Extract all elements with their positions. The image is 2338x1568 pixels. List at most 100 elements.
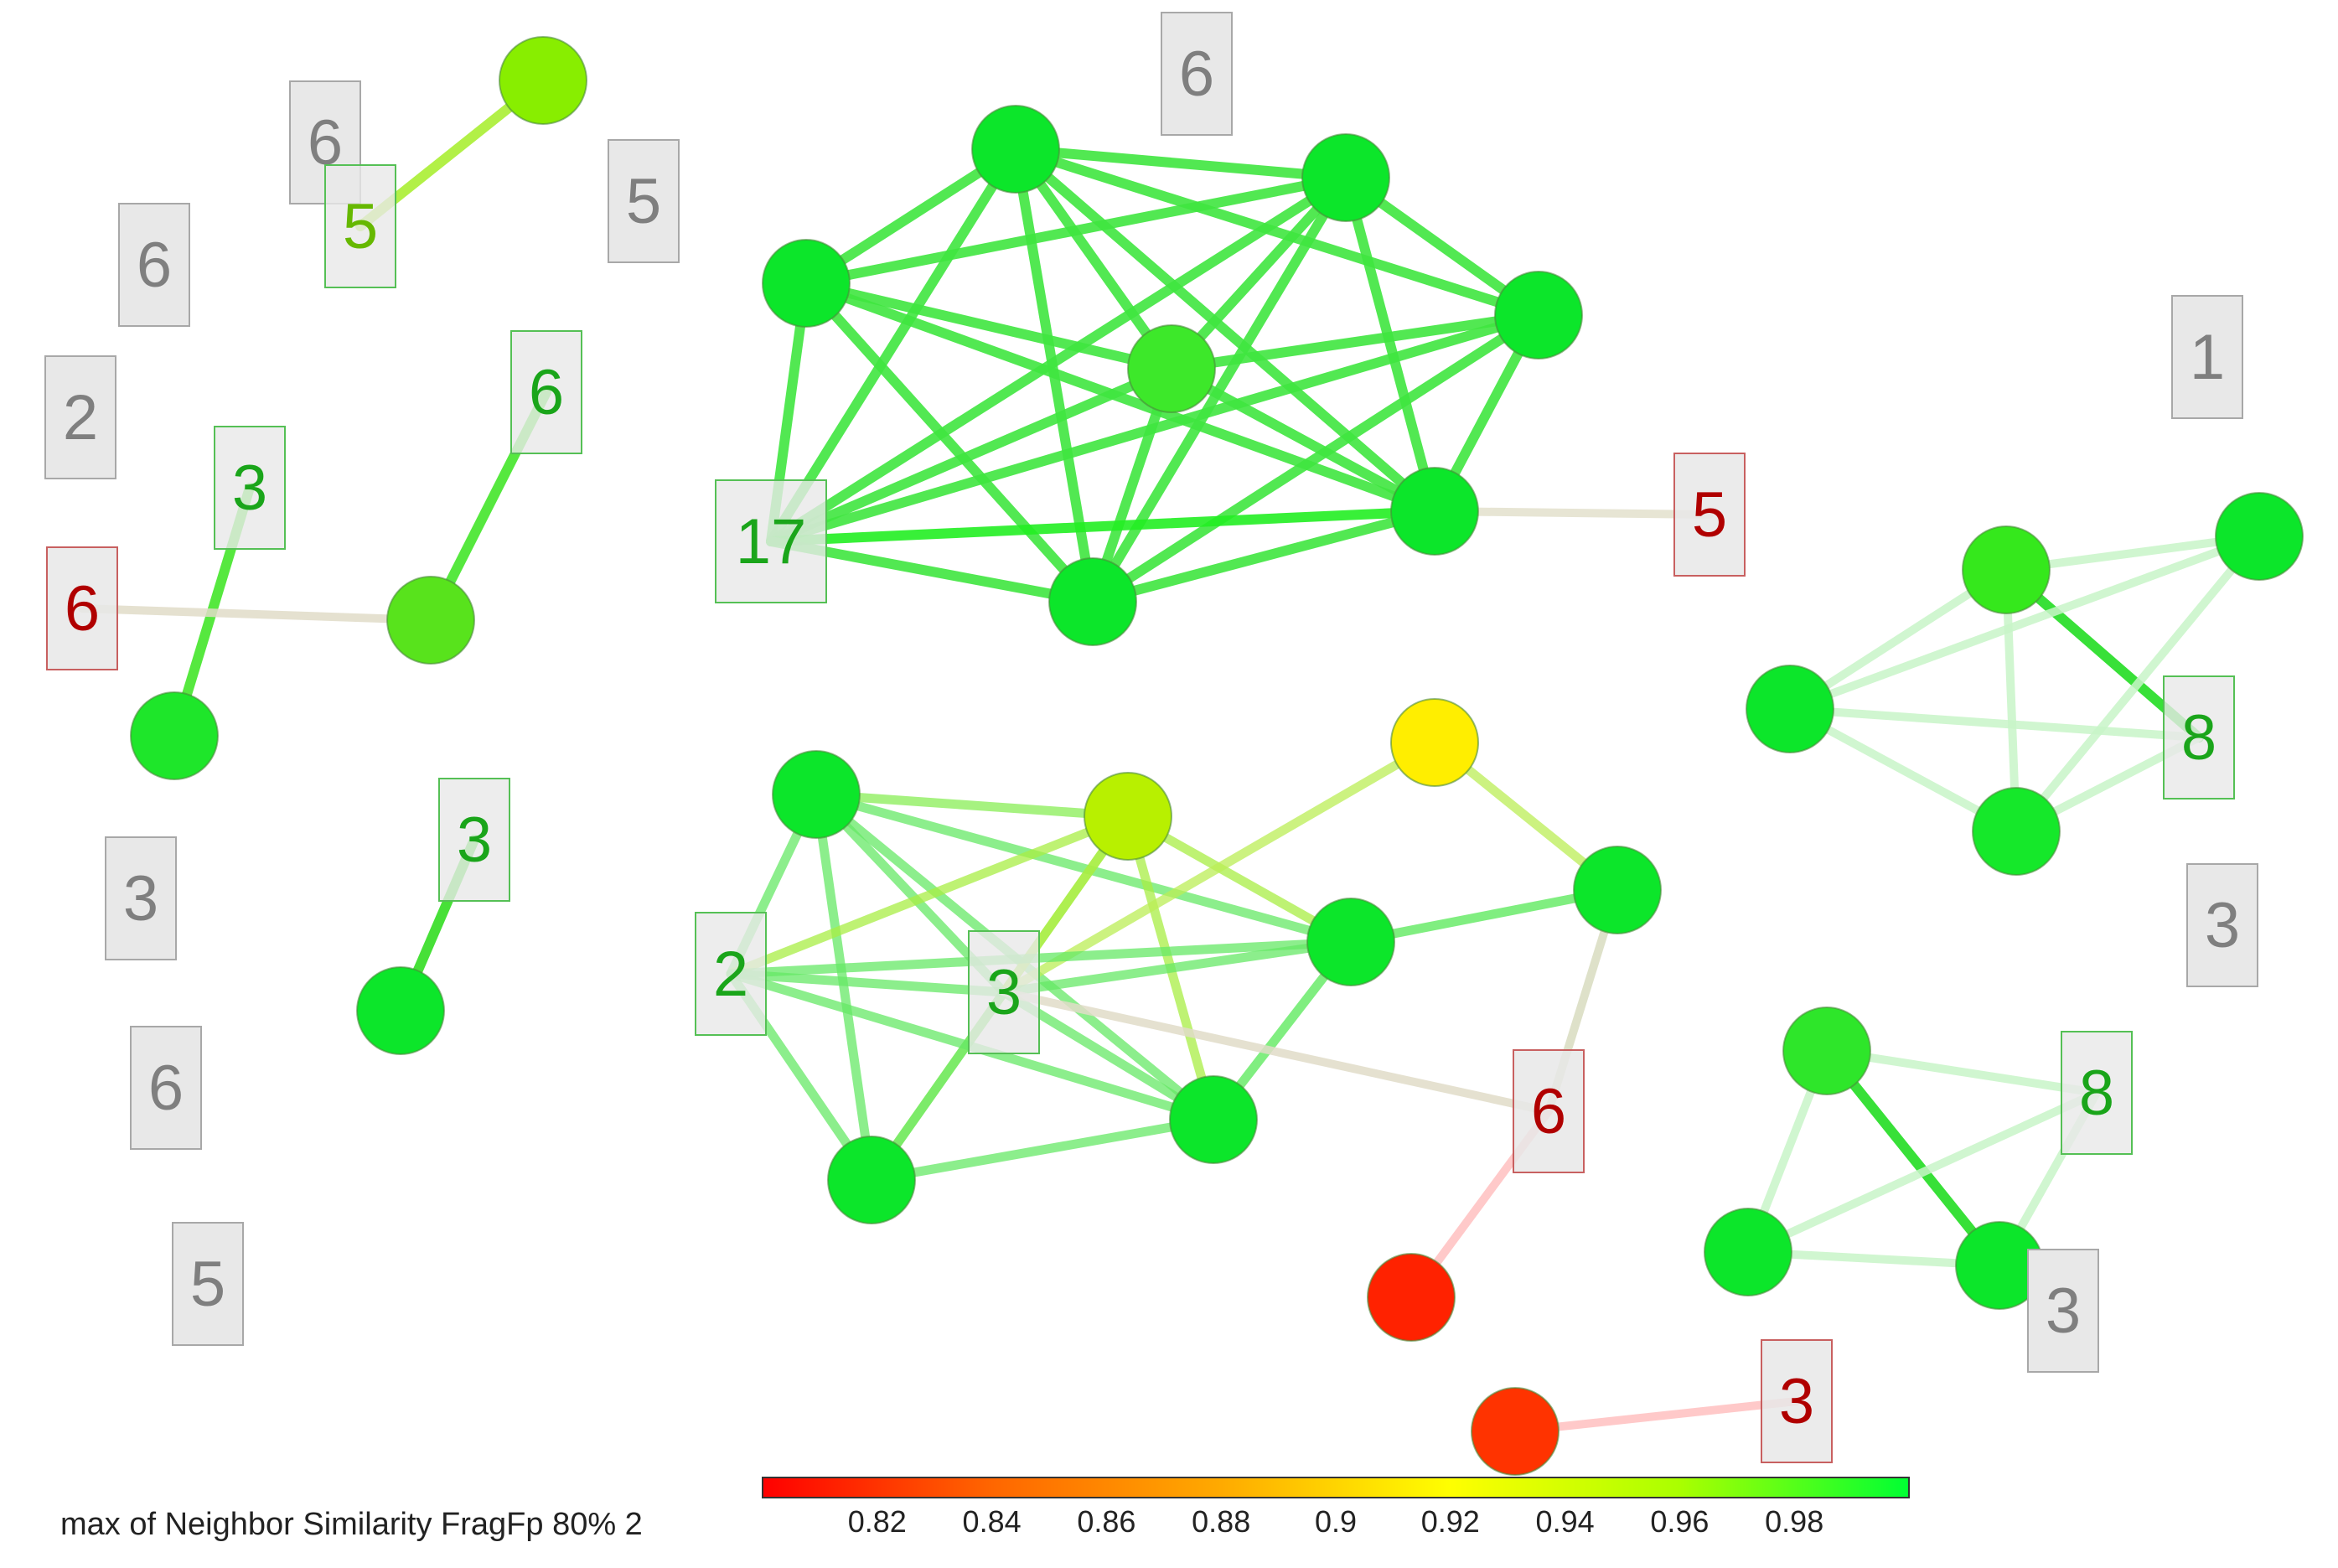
edge-n14-n9 bbox=[1786, 532, 2263, 713]
edge-n18-L17 bbox=[999, 737, 1440, 997]
label-box-L20 bbox=[2171, 295, 2243, 419]
graph-node-n8[interactable] bbox=[1048, 557, 1137, 646]
graph-node-n26[interactable] bbox=[1471, 1387, 1560, 1476]
edge-n21-n22 bbox=[866, 1115, 1218, 1185]
label-box-L5 bbox=[44, 355, 116, 479]
label-text-L5: 2 bbox=[63, 382, 98, 453]
label-text-L14: 17 bbox=[736, 506, 807, 577]
node-label-box-L7[interactable]: 3 bbox=[214, 426, 286, 550]
node-label-box-L21[interactable]: 8 bbox=[2163, 675, 2235, 800]
node-label-box-L6[interactable]: 6 bbox=[510, 330, 582, 454]
nodes-layer bbox=[130, 36, 2304, 1476]
label-box-L7 bbox=[214, 426, 286, 550]
graph-node-n15[interactable] bbox=[1972, 787, 2061, 876]
label-box-L14 bbox=[715, 479, 827, 603]
legend-color-bar bbox=[762, 1477, 1910, 1498]
label-text-L7: 3 bbox=[232, 453, 267, 524]
legend-tick-label: 0.82 bbox=[847, 1504, 907, 1539]
label-box-L16 bbox=[695, 912, 767, 1036]
graph-node-n2x[interactable] bbox=[1704, 1208, 1792, 1296]
graph-node-n10[interactable] bbox=[386, 576, 475, 665]
graph-node-n11[interactable] bbox=[130, 691, 219, 780]
label-text-L20: 1 bbox=[2190, 322, 2225, 393]
edge-n5-n8 bbox=[1088, 310, 1544, 607]
label-text-L3: 5 bbox=[626, 166, 661, 237]
node-label-box-L10[interactable]: 3 bbox=[105, 836, 177, 960]
graph-node-n16[interactable] bbox=[772, 750, 861, 839]
graph-node-n1[interactable] bbox=[499, 36, 587, 125]
label-text-L24: 3 bbox=[2046, 1276, 2081, 1347]
edge-n3-n4 bbox=[801, 173, 1351, 288]
graph-node-n21[interactable] bbox=[1169, 1075, 1258, 1164]
graph-node-n17[interactable] bbox=[1084, 772, 1172, 861]
graph-node-n9[interactable] bbox=[2215, 492, 2304, 581]
edge-n14-L21 bbox=[1786, 705, 2203, 742]
edges-layer bbox=[78, 75, 2263, 1436]
node-label-box-L17[interactable]: 3 bbox=[968, 930, 1040, 1054]
label-text-L21: 8 bbox=[2181, 702, 2216, 774]
edge-n24-n25 bbox=[1822, 1046, 2004, 1270]
label-box-L3 bbox=[608, 139, 680, 263]
label-text-L13: 6 bbox=[1179, 39, 1214, 110]
graph-node-n20[interactable] bbox=[1573, 846, 1662, 934]
label-text-L22: 3 bbox=[2205, 890, 2240, 961]
label-text-L16: 2 bbox=[713, 939, 748, 1010]
label-text-L11: 6 bbox=[148, 1053, 184, 1124]
graph-node-n7[interactable] bbox=[1390, 467, 1479, 556]
graph-node-n3[interactable] bbox=[1301, 133, 1390, 222]
graph-node-n13[interactable] bbox=[1962, 525, 2051, 614]
graph-node-n6[interactable] bbox=[1127, 324, 1216, 413]
legend-tick-label: 0.92 bbox=[1420, 1504, 1480, 1539]
graph-node-n19[interactable] bbox=[1306, 898, 1395, 986]
label-box-L19 bbox=[1761, 1339, 1833, 1463]
node-label-box-L11[interactable]: 6 bbox=[130, 1026, 202, 1150]
label-box-L11 bbox=[130, 1026, 202, 1150]
node-label-box-L12[interactable]: 5 bbox=[172, 1222, 244, 1346]
edge-n3-L14 bbox=[766, 173, 1351, 546]
label-box-L8 bbox=[46, 546, 118, 670]
edge-n4-n6 bbox=[801, 278, 1177, 374]
node-label-box-L9[interactable]: 3 bbox=[438, 778, 510, 902]
edge-n7-L14 bbox=[766, 506, 1440, 546]
edge-n6-n7 bbox=[1166, 364, 1440, 516]
node-label-box-L2[interactable]: 5 bbox=[324, 164, 396, 288]
node-label-box-L22[interactable]: 3 bbox=[2186, 863, 2258, 987]
node-label-box-L5[interactable]: 2 bbox=[44, 355, 116, 479]
node-label-box-L23[interactable]: 8 bbox=[2061, 1031, 2133, 1155]
label-box-L22 bbox=[2186, 863, 2258, 987]
label-box-L9 bbox=[438, 778, 510, 902]
label-box-L4 bbox=[118, 203, 190, 327]
label-text-L15: 5 bbox=[1692, 479, 1727, 551]
node-label-box-L8[interactable]: 6 bbox=[46, 546, 118, 670]
label-text-L8: 6 bbox=[65, 573, 100, 644]
graph-node-n18[interactable] bbox=[1390, 698, 1479, 787]
graph-node-n4[interactable] bbox=[762, 239, 851, 328]
legend-tick-label: 0.96 bbox=[1650, 1504, 1710, 1539]
node-label-box-L14[interactable]: 17 bbox=[715, 479, 827, 603]
node-label-box-L16[interactable]: 2 bbox=[695, 912, 767, 1036]
node-label-box-L19[interactable]: 3 bbox=[1761, 1339, 1833, 1463]
graph-node-n12[interactable] bbox=[356, 966, 445, 1055]
graph-node-n5[interactable] bbox=[1494, 271, 1583, 360]
edge-n5-n6 bbox=[1166, 310, 1544, 374]
graph-node-n24[interactable] bbox=[1782, 1007, 1871, 1095]
label-text-L6: 6 bbox=[529, 357, 564, 428]
node-label-box-L4[interactable]: 6 bbox=[118, 203, 190, 327]
label-text-L9: 3 bbox=[457, 805, 492, 876]
label-box-L23 bbox=[2061, 1031, 2133, 1155]
graph-node-n14[interactable] bbox=[1746, 665, 1834, 753]
node-label-box-L18[interactable]: 6 bbox=[1513, 1049, 1585, 1173]
node-label-box-L24[interactable]: 3 bbox=[2027, 1249, 2099, 1373]
graph-node-n2[interactable] bbox=[971, 105, 1060, 194]
node-label-box-L15[interactable]: 5 bbox=[1673, 453, 1746, 577]
node-label-box-L3[interactable]: 5 bbox=[608, 139, 680, 263]
node-label-box-L13[interactable]: 6 bbox=[1161, 12, 1233, 136]
graph-node-n22[interactable] bbox=[827, 1136, 916, 1224]
node-label-box-L20[interactable]: 1 bbox=[2171, 295, 2243, 419]
legend-tick-label: 0.86 bbox=[1077, 1504, 1136, 1539]
edge-n2-n5 bbox=[1011, 144, 1544, 320]
graph-node-n23[interactable] bbox=[1367, 1253, 1456, 1342]
label-text-L17: 3 bbox=[986, 957, 1022, 1028]
label-box-L6 bbox=[510, 330, 582, 454]
